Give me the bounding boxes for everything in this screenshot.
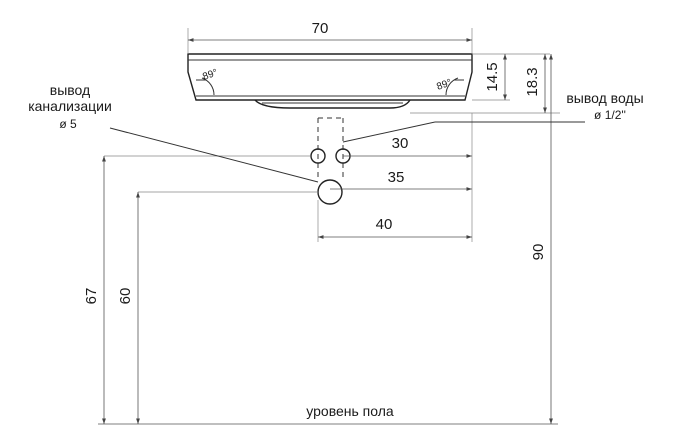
angle-label-right: 89° <box>435 77 453 93</box>
dimension-label-90: 90 <box>530 244 547 261</box>
basin-outline <box>187 53 473 109</box>
angle-mark-left: 89° <box>196 67 219 96</box>
drain-outlet <box>317 179 343 205</box>
dimension-label-60: 60 <box>117 288 134 305</box>
drain-diameter-label: ø 5 <box>59 117 77 131</box>
dimension-label-40: 40 <box>376 216 393 233</box>
drain-label-line2: канализации <box>28 98 112 114</box>
dimension-label-70: 70 <box>312 20 329 37</box>
dimension-water-outlets: 30 <box>343 135 472 158</box>
water-outlet-left <box>310 148 326 164</box>
dimension-basin-width: 70 <box>187 20 473 54</box>
angle-mark-right: 89° <box>435 77 464 96</box>
dimension-water-height: 67 <box>83 155 310 424</box>
water-leader-line <box>342 121 436 143</box>
dimension-label-14-5: 14.5 <box>484 62 501 91</box>
drain-label-line1: вывод <box>50 82 90 98</box>
dimension-label-67: 67 <box>83 288 100 305</box>
dimension-drain-height: 60 <box>117 191 318 424</box>
dimension-label-35: 35 <box>388 169 405 186</box>
dimension-label-18-3: 18.3 <box>524 67 541 96</box>
drain-leader-line <box>109 127 319 183</box>
dimension-total-height: 18.3 <box>410 54 560 114</box>
angle-label-left: 89° <box>201 67 219 83</box>
drain-channel <box>317 117 344 178</box>
dimension-mount-height: 90 <box>530 54 553 424</box>
dimension-drain-center: 35 <box>330 169 472 191</box>
dimension-label-30: 30 <box>392 135 409 152</box>
water-diameter-label: ø 1/2'' <box>594 108 626 122</box>
floor-level-label: уровень пола <box>306 403 394 419</box>
dimension-drain-edge: 40 <box>317 113 473 242</box>
dimension-edge-height: 14.5 <box>472 53 550 101</box>
water-outlet-label: вывод воды <box>566 90 643 106</box>
